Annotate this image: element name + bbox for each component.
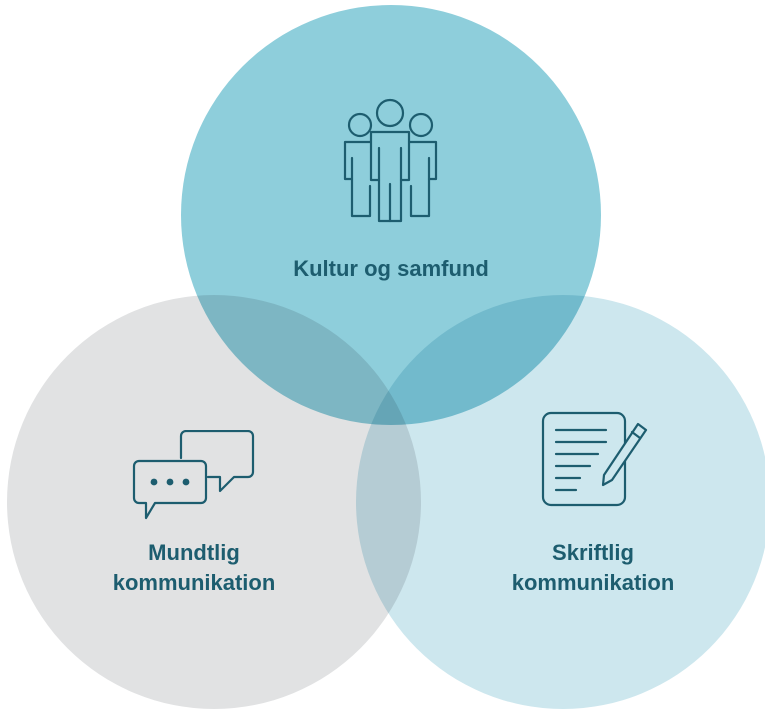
people-group-icon — [343, 98, 438, 223]
label-left-line1: Mundtlig — [148, 540, 240, 565]
label-right-line2: kommunikation — [511, 570, 675, 595]
label-top-line1: Kultur og samfund — [293, 256, 489, 281]
label-skriftlig-kommunikation: Skriftlig kommunikation — [512, 538, 675, 598]
label-mundtlig-kommunikation: Mundtlig kommunikation — [113, 538, 276, 598]
label-right-line1: Skriftlig — [552, 540, 634, 565]
label-kultur-og-samfund: Kultur og samfund — [293, 254, 489, 284]
label-left-line2: kommunikation — [112, 570, 276, 595]
document-pen-icon — [541, 411, 648, 507]
speech-bubbles-icon — [132, 430, 255, 520]
